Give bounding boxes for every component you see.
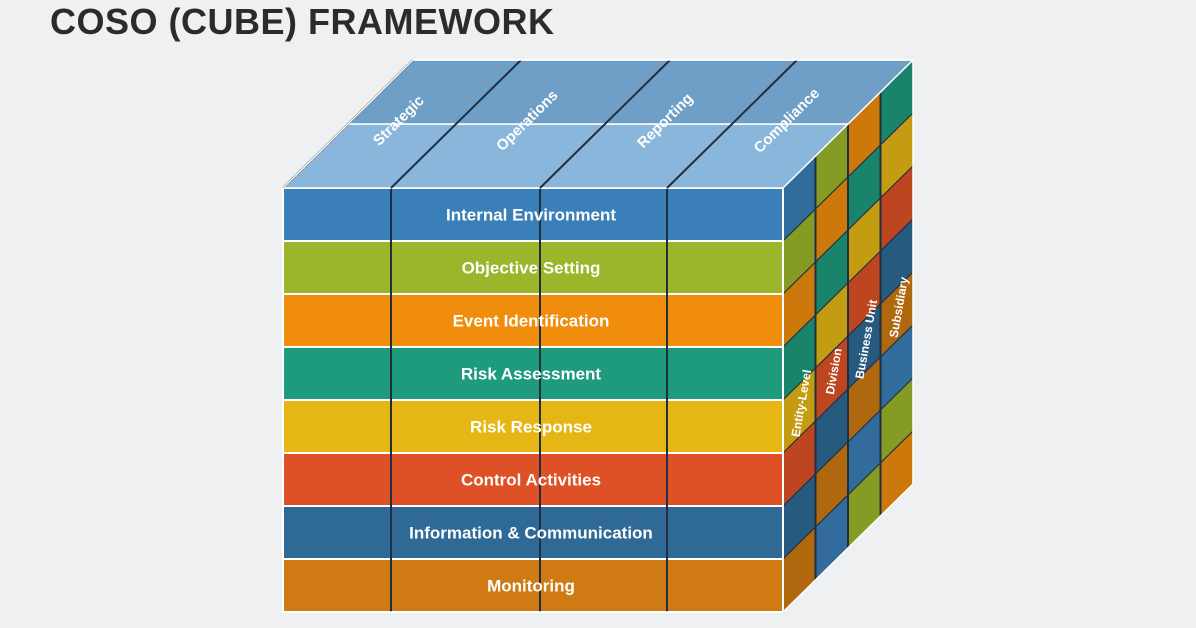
top-column-divider [539, 59, 671, 189]
component-label: Control Activities [461, 471, 601, 490]
component-label: Risk Response [470, 418, 592, 437]
component-row [282, 293, 784, 348]
cube-outline [282, 59, 914, 613]
component-label: Information & Communication [409, 524, 653, 543]
component-label: Internal Environment [446, 206, 616, 225]
component-row [282, 240, 784, 295]
component-label: Event Identification [453, 312, 610, 331]
page-title: COSO (CUBE) FRAMEWORK [50, 1, 555, 42]
component-row [282, 505, 784, 560]
cube-front-face [282, 187, 784, 613]
component-label: Risk Assessment [461, 365, 602, 384]
top-column-divider [666, 59, 798, 189]
component-row [282, 346, 784, 401]
component-row [282, 399, 784, 454]
cube-top-face [281, 59, 915, 613]
top-column-divider [390, 59, 522, 189]
component-label: Objective Setting [462, 259, 601, 278]
cube-side-face [782, 58, 914, 614]
component-row [282, 187, 784, 242]
component-label: Monitoring [487, 577, 575, 596]
